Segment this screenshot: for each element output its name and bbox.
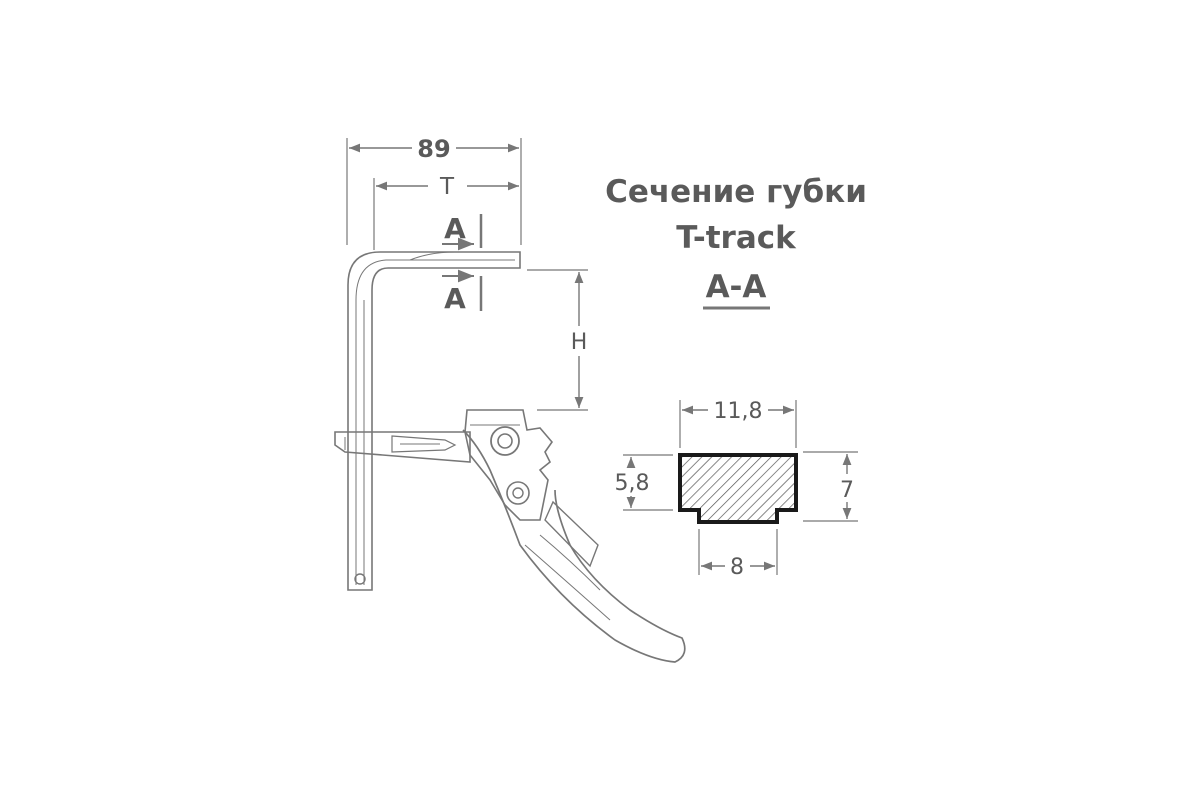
jaw-profile-shape bbox=[678, 453, 798, 524]
dimension-h-label: H bbox=[571, 330, 588, 355]
clamp-body bbox=[334, 251, 686, 663]
profile-dimension-left: 5,8 bbox=[615, 454, 673, 511]
section-title-line1: Сечение губки bbox=[605, 174, 867, 210]
profile-dimension-left-label: 5,8 bbox=[615, 471, 650, 496]
section-title: Сечение губки T-track A-A bbox=[605, 174, 867, 310]
section-mark-bottom: A bbox=[442, 269, 483, 315]
profile-dimension-top: 11,8 bbox=[679, 399, 797, 448]
section-mark-top: A bbox=[442, 212, 483, 251]
section-title-line3: A-A bbox=[706, 269, 767, 305]
profile-dimension-top-label: 11,8 bbox=[714, 399, 763, 424]
dimension-h: H bbox=[527, 269, 588, 411]
profile-dimension-bottom-label: 8 bbox=[730, 555, 744, 580]
clamp-jaw-block bbox=[464, 409, 554, 521]
clamp-bar bbox=[347, 251, 521, 591]
dimension-t: T bbox=[373, 174, 519, 250]
profile-dimension-bottom: 8 bbox=[698, 529, 778, 580]
profile-dimension-right: 7 bbox=[803, 451, 858, 522]
clamp-sliding-arm bbox=[334, 431, 471, 463]
dimension-89-label: 89 bbox=[417, 135, 450, 163]
profile-dimension-right-label: 7 bbox=[840, 478, 854, 503]
section-mark-bottom-label: A bbox=[444, 282, 466, 315]
dimension-89: 89 bbox=[346, 135, 522, 245]
jaw-profile bbox=[678, 453, 798, 524]
clamp-handle bbox=[462, 429, 686, 663]
section-mark-top-label: A bbox=[444, 212, 466, 245]
dimension-t-label: T bbox=[439, 174, 455, 200]
section-title-line2: T-track bbox=[676, 220, 797, 256]
